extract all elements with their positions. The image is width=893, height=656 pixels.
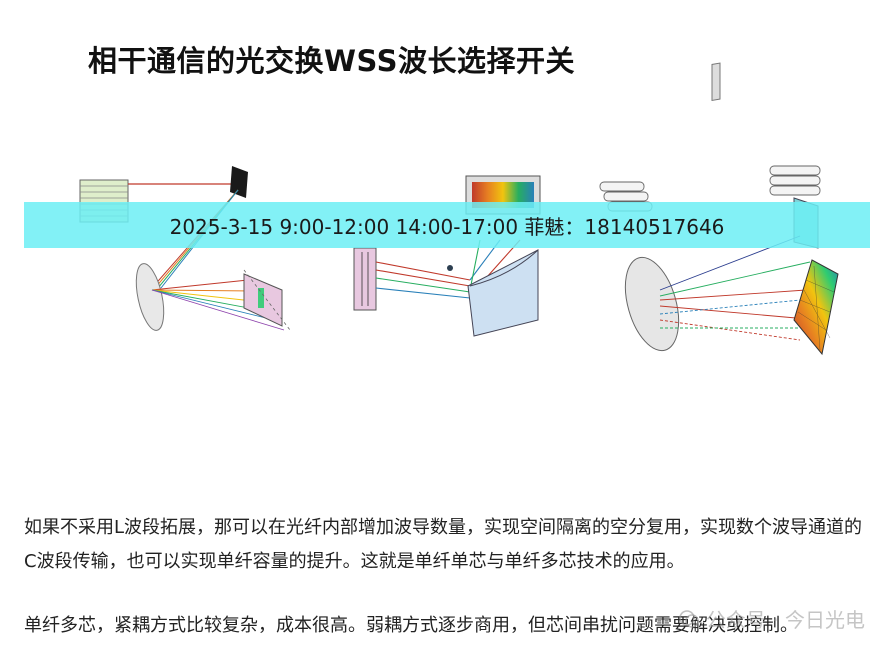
diagram-center [353, 175, 541, 337]
fiber-array-center [353, 247, 377, 311]
schedule-banner: 2025-3-15 9:00-12:00 14:00-17:00 菲魅：1814… [24, 202, 870, 248]
prism-center [467, 249, 539, 337]
watermark: 公众号 · 今日光电 [678, 604, 865, 633]
wechat-icon [679, 609, 699, 628]
lens-right [624, 256, 680, 352]
page-title: 相干通信的光交换WSS波长选择开关 [88, 44, 575, 78]
paragraph-2: 单纤多芯，紧耦方式比较复杂，成本很高。弱耦方式逐步商用，但芯间串扰问题需要解决或… [24, 615, 798, 636]
paragraph-1: 如果不采用L波段拓展，那可以在光纤内部增加波导数量，实现空间隔离的空分复用，实现… [24, 517, 863, 572]
grating-block [230, 166, 248, 198]
diagram-left [79, 166, 291, 331]
watermark-text: 公众号 · 今日光电 [705, 608, 865, 632]
lcos-heatmap-panel [793, 259, 839, 356]
lens-left [135, 263, 165, 331]
wss-diagrams [79, 62, 839, 356]
